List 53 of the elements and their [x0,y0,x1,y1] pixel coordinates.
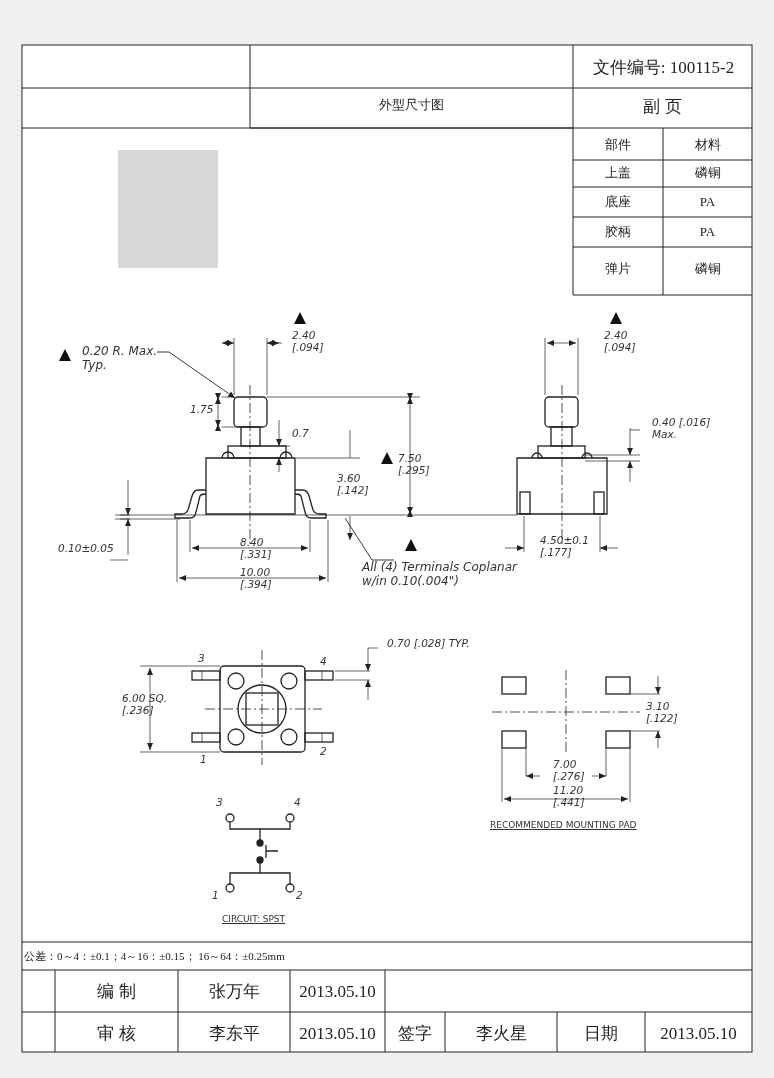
dimension-label: 11.20 [.441] [553,784,586,809]
table-cell-text: 部件 [604,138,632,153]
dimension-label: 4 [294,796,302,809]
dimension-label: 6.00 SQ. [.236] [122,692,168,717]
table-cell-text: 签字 [397,1024,433,1044]
view-caption: CIRCUIT: SPST [222,914,287,925]
dimension-label: 2 [296,889,304,902]
dimension-label: 7.00 [.276] [553,758,586,783]
table-cell-text: 底座 [604,195,632,210]
table-cell-text: 胶柄 [604,225,632,240]
header-text: 文件编号: 100115-2 [591,58,736,78]
table-cell-text: 磷铜 [693,262,722,277]
dimension-label: 1 [200,753,208,766]
dimension-label: 1 [212,889,220,902]
dimension-label: 8.40 [.331] [240,536,273,561]
dimension-label: 3.10 [.122] [646,700,679,725]
table-cell-text: 张万年 [207,982,261,1002]
table-cell-text: 李火星 [474,1024,528,1044]
table-cell-text: 2013.05.10 [298,1024,377,1044]
callout-note: All (4) Terminals Coplanar w/in 0.10(.004") [362,561,527,589]
dimension-label: 3 [216,796,224,809]
dimension-label: 3 [198,652,206,665]
dimension-label: 0.40 [.016] Max. [652,416,712,441]
table-cell-text: 编 制 [96,982,137,1002]
tolerance-note: 公差：0～4：±0.1；4～16：±0.15； 16～64：±0.25mm [24,950,286,963]
dimension-label: 0.7 [292,427,310,440]
dimension-label: 7.50 [.295] [398,452,431,477]
dimension-label: 2 [320,745,328,758]
view-caption: RECOMMENDED MOUNTING PAD [490,820,638,831]
dimension-label: 4.50±0.1 [.177] [540,534,590,559]
table-cell-text: 日期 [583,1024,619,1044]
callout-note: 0.20 R. Max. Typ. [82,345,170,373]
table-cell-text: 上盖 [604,166,632,181]
dimension-label: 10.00 [.394] [240,566,273,591]
dimension-label: 4 [320,655,328,668]
table-cell-text: 弹片 [604,262,632,277]
leader-line [344,517,395,561]
table-cell-text: 2013.05.10 [659,1024,738,1044]
table-cell-text: 磷铜 [693,166,722,181]
table-cell-text: 李东平 [207,1024,261,1044]
dimension-label: 2.40 [.094] [604,329,637,354]
table-cell-text: PA [698,195,717,210]
header-text: 副 页 [642,97,683,117]
table-cell-text: PA [698,225,717,240]
table-cell-text: 材料 [693,138,722,153]
dimension-label: 1.75 [190,403,215,416]
dimension-label: 2.40 [.094] [292,329,325,354]
dimension-label: 3.60 [.142] [337,472,370,497]
dimension-label: 0.70 [.028] TYP. [387,637,471,650]
table-cell-text: 2013.05.10 [298,982,377,1002]
dimension-label: 0.10±0.05 [58,542,115,555]
header-text: 外型尺寸图 [378,98,445,113]
table-cell-text: 审 核 [96,1024,137,1044]
